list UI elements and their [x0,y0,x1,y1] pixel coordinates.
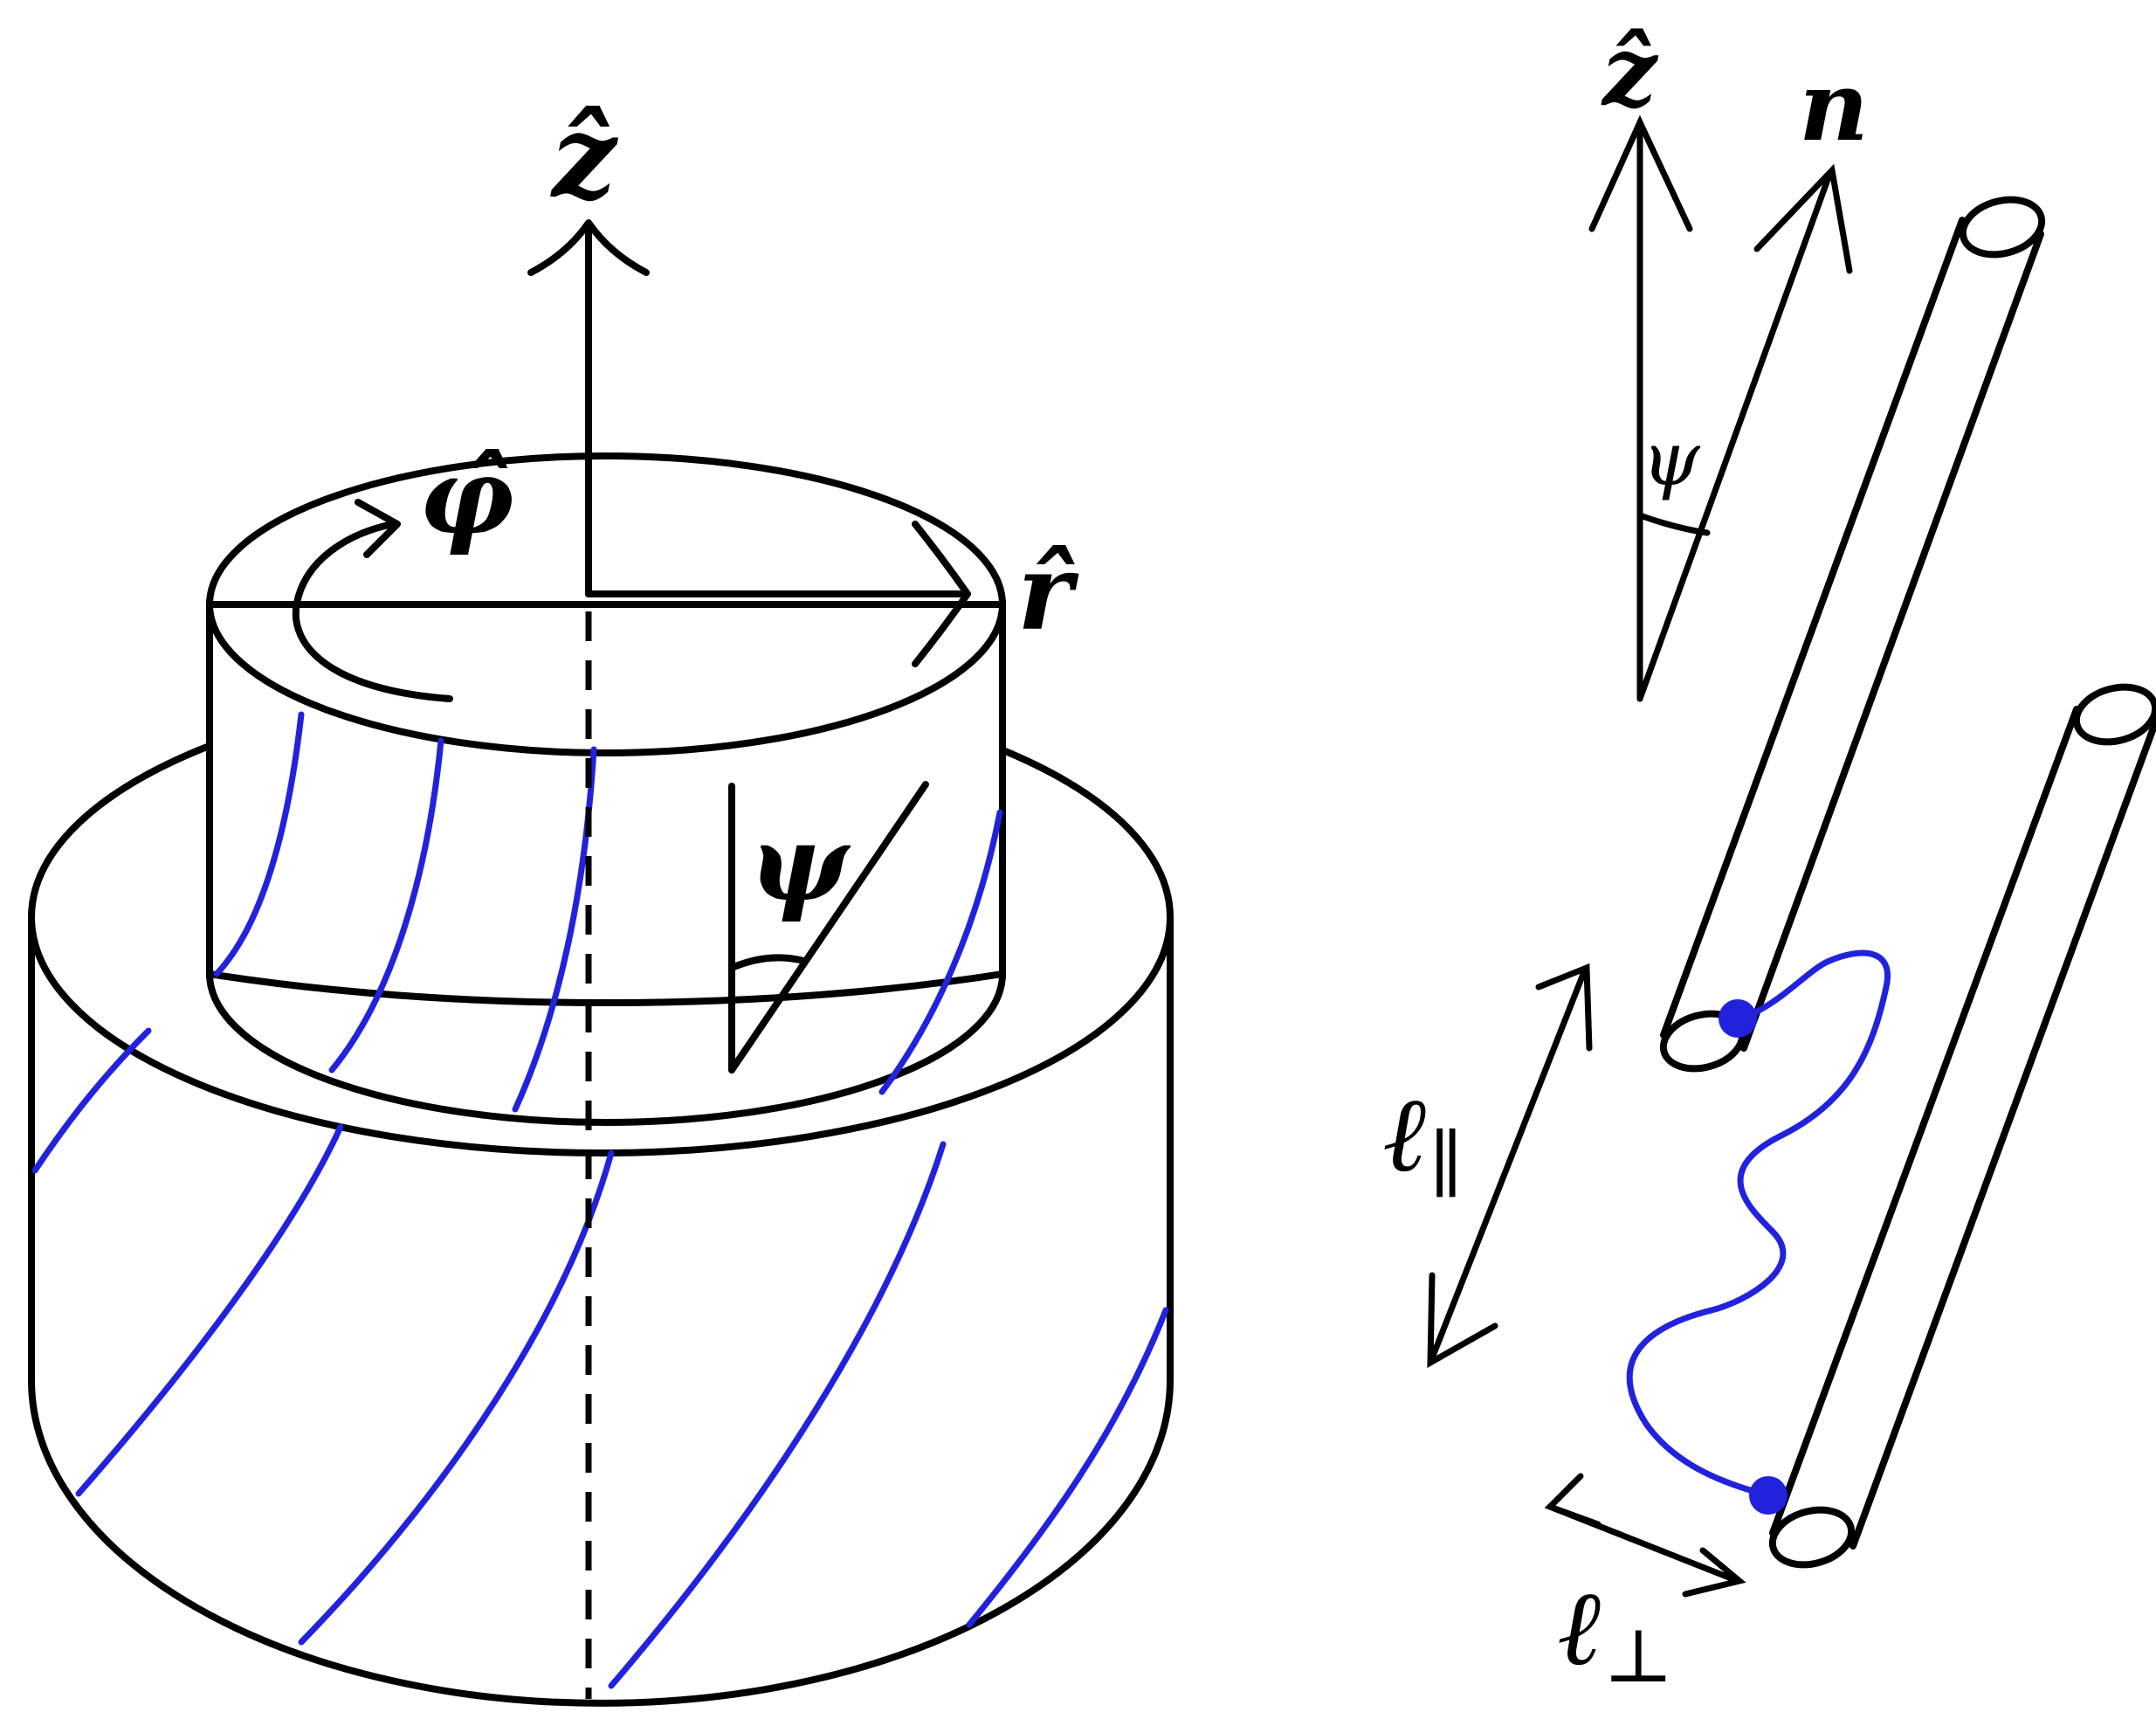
n-axis-arrow [1636,163,1853,702]
z-label-right: ẑ [1601,15,1659,128]
psi-angle-arc [1636,512,1711,536]
psi-label-left: ψ [749,802,851,925]
chain-end-upper [1719,999,1757,1038]
r-label: r̂ [1017,531,1079,654]
rod-upper [1659,196,2046,1073]
z-label-left: ẑ [550,90,619,224]
psi-label-right: ψ [1642,417,1701,503]
l-parallel-label: ℓ∥ [1384,1073,1464,1208]
inner-cylinder [206,452,1006,1126]
z-axis-arrow [527,219,650,597]
l-perp-label: ℓ⊥ [1559,1566,1673,1700]
phi-label: φ̂ [419,435,514,558]
r-axis-arrow [585,521,971,667]
n-label: n [1799,50,1869,162]
l-perp-arrow [1544,1473,1746,1598]
psi-angle-left [728,781,929,1074]
chain-end-lower [1749,1476,1787,1515]
inner-helix-lines [213,711,1003,1113]
l-parallel-arrow [1427,963,1593,1369]
outer-helix-lines [31,1027,1169,1689]
z-axis-arrow-right [1588,114,1693,702]
polymer-chain [1626,949,1891,1515]
phi-arrow [292,499,453,702]
rod-lower [1768,683,2156,1569]
